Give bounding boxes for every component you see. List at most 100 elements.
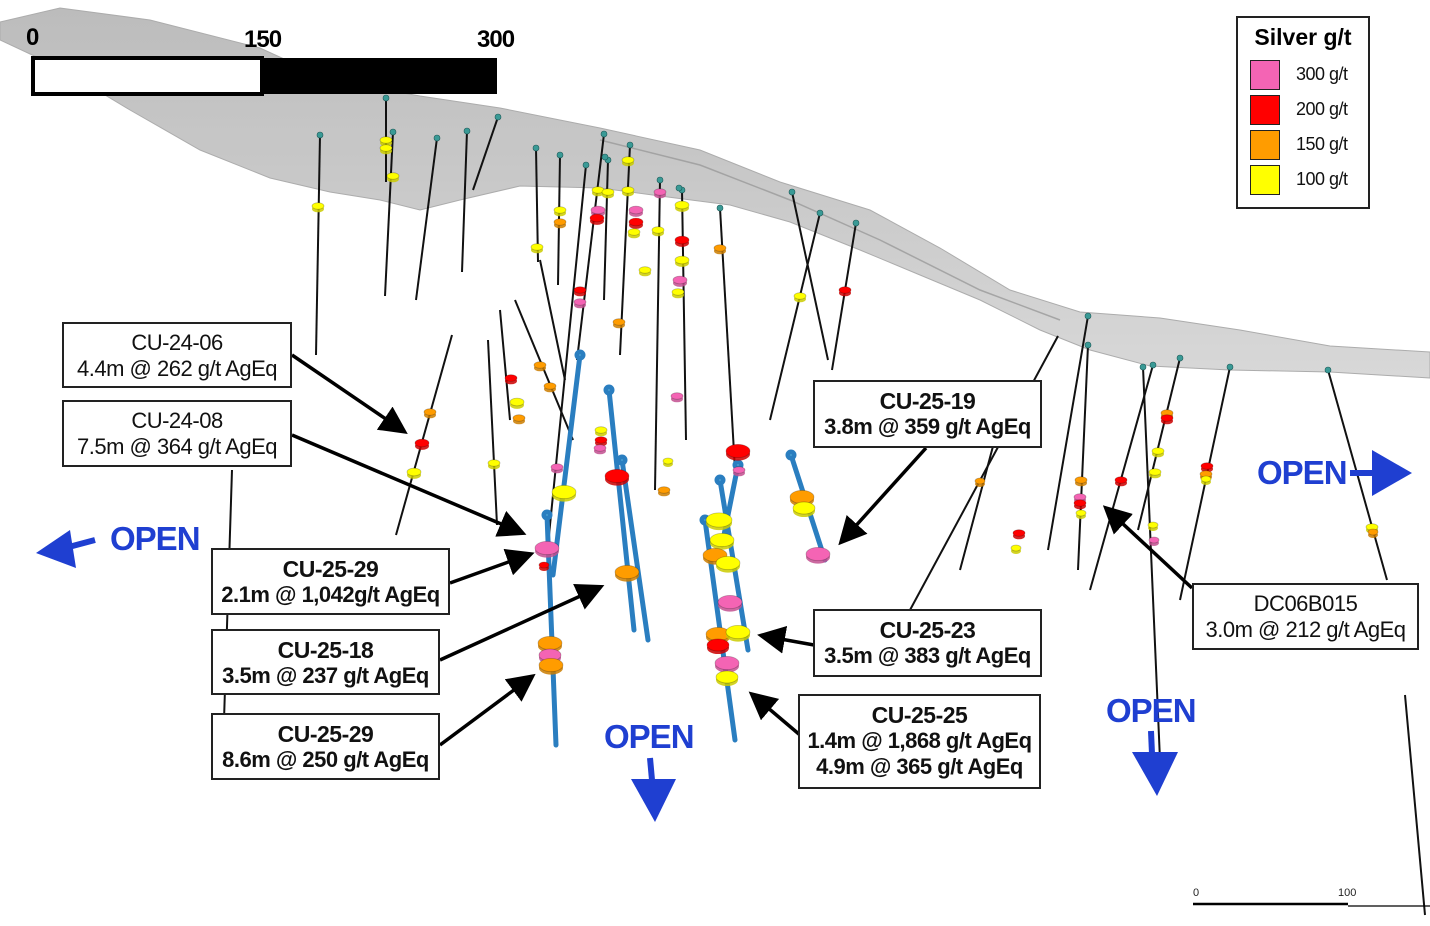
intercept-disc — [1151, 447, 1165, 455]
leader-dc06b015 — [1102, 505, 1194, 590]
callout-hole-id: CU-25-29 — [282, 556, 379, 582]
legend-swatch — [1250, 130, 1280, 160]
collar-marker — [601, 153, 609, 161]
intercept-disc — [386, 172, 400, 180]
intercept-disc — [311, 202, 325, 210]
open-arrow-down-icon — [631, 757, 676, 822]
intercept-disc — [538, 561, 550, 569]
intercept-disc — [717, 595, 743, 610]
new-drill-trace — [606, 387, 637, 633]
drill-trace-tip — [785, 449, 797, 461]
collar-marker — [316, 131, 324, 139]
intercept-disc — [1012, 529, 1026, 537]
callout-hole-id: DC06B015 — [1253, 591, 1358, 616]
legend-item-100: 100 g/t — [1250, 165, 1370, 197]
drill-trace — [472, 116, 499, 191]
drill-trace — [499, 309, 511, 421]
intercept-disc — [713, 244, 727, 252]
intercept-disc — [604, 468, 630, 483]
intercept-disc — [1010, 544, 1022, 552]
collar-marker — [382, 94, 390, 102]
intercept-disc — [628, 217, 644, 227]
intercept-disc — [406, 467, 422, 477]
drill-trace — [384, 131, 394, 297]
collar-marker — [1324, 366, 1332, 374]
collar-marker — [433, 134, 441, 142]
legend-item-150: 150 g/t — [1250, 130, 1370, 162]
callout-cu-25-25: CU-25-25 1.4m @ 1,868 g/t AgEq 4.9m @ 36… — [798, 694, 1041, 789]
drill-trace-tip — [714, 474, 726, 486]
callout-intercept: 3.5m @ 237 g/t AgEq — [222, 663, 429, 688]
legend-label: 150 g/t — [1296, 134, 1348, 154]
scale-bar-tick-0: 0 — [26, 24, 39, 51]
intercept-disc — [553, 206, 567, 214]
topographic-surface — [0, 7, 1430, 379]
intercept-disc — [593, 444, 607, 452]
open-arrows — [36, 450, 1412, 822]
intercept-disc — [594, 426, 608, 434]
intercept-disc — [1074, 476, 1088, 484]
mini-scale-tick-0: 0 — [1193, 887, 1200, 899]
intercept-disc — [638, 266, 652, 274]
callout-hole-id: CU-25-29 — [277, 721, 374, 747]
intercept-disc — [533, 361, 547, 369]
legend-label: 100 g/t — [1296, 169, 1348, 189]
drill-trace — [1142, 366, 1161, 761]
mini-scale-tick-100: 100 — [1338, 887, 1357, 899]
legend-swatch — [1250, 95, 1280, 125]
mini-scale-bar — [1193, 902, 1430, 907]
intercept-disc — [1200, 475, 1212, 483]
callout-intercept: 2.1m @ 1,042g/t AgEq — [221, 582, 440, 607]
drill-trace — [1077, 344, 1089, 571]
open-label-west: OPEN — [110, 520, 201, 557]
callout-hole-id: CU-24-08 — [131, 408, 223, 433]
callout-hole-id: CU-25-23 — [879, 617, 976, 643]
scale-bar-segment-white — [31, 56, 264, 96]
collar-marker — [1149, 361, 1157, 369]
drill-trace — [535, 147, 539, 263]
open-arrow-down-icon — [1132, 730, 1178, 796]
intercept-disc — [1148, 468, 1162, 476]
open-arrow-left-icon — [36, 530, 96, 568]
intercept-disc — [672, 275, 688, 285]
callout-hole-id: CU-25-19 — [879, 388, 976, 414]
leader-cu-25-23 — [757, 625, 815, 654]
intercept-disc — [705, 512, 733, 528]
collar-marker — [582, 161, 590, 169]
intercept-disc — [594, 436, 608, 444]
leader-cu-25-29-b — [438, 673, 536, 747]
intercept-disc — [628, 205, 644, 215]
intercept-disc — [379, 144, 393, 152]
intercept-disc — [537, 636, 563, 651]
callout-dc06b015: DC06B015 3.0m @ 212 g/t AgEq — [1192, 583, 1419, 650]
intercept-disc — [621, 156, 635, 164]
legend-title: Silver g/t — [1254, 24, 1352, 50]
collar-marker — [532, 144, 540, 152]
drill-trace — [487, 339, 498, 526]
intercept-disc — [674, 235, 690, 245]
intercept-disc — [714, 656, 740, 671]
intercept-disc — [627, 228, 641, 236]
drill-trace — [769, 212, 821, 421]
callout-cu-24-06: CU-24-06 4.4m @ 262 g/t AgEq — [62, 322, 292, 388]
assay-intercepts — [311, 136, 1379, 687]
collar-marker — [600, 130, 608, 138]
collar-marker — [626, 141, 634, 149]
collar-marker — [463, 127, 471, 135]
intercept-disc — [487, 459, 501, 467]
callout-cu-24-08: CU-24-08 7.5m @ 364 g/t AgEq — [62, 400, 292, 467]
intercept-disc — [573, 286, 587, 294]
leader-cu-25-19 — [838, 446, 928, 546]
callout-intercept: 8.6m @ 250 g/t AgEq — [222, 747, 429, 772]
intercept-disc — [706, 638, 730, 652]
drill-trace — [791, 191, 829, 361]
intercept-disc — [725, 443, 751, 458]
leader-cu-25-29-a — [449, 548, 535, 585]
leader-cu-25-18 — [439, 583, 605, 662]
callout-intercept: 3.0m @ 212 g/t AgEq — [1205, 617, 1406, 642]
collar-marker — [389, 128, 397, 136]
callout-cu-25-19: CU-25-19 3.8m @ 359 g/t AgEq — [813, 380, 1042, 448]
drill-trace — [603, 159, 609, 301]
drill-trace-tip — [574, 349, 586, 361]
intercept-disc — [792, 501, 816, 515]
